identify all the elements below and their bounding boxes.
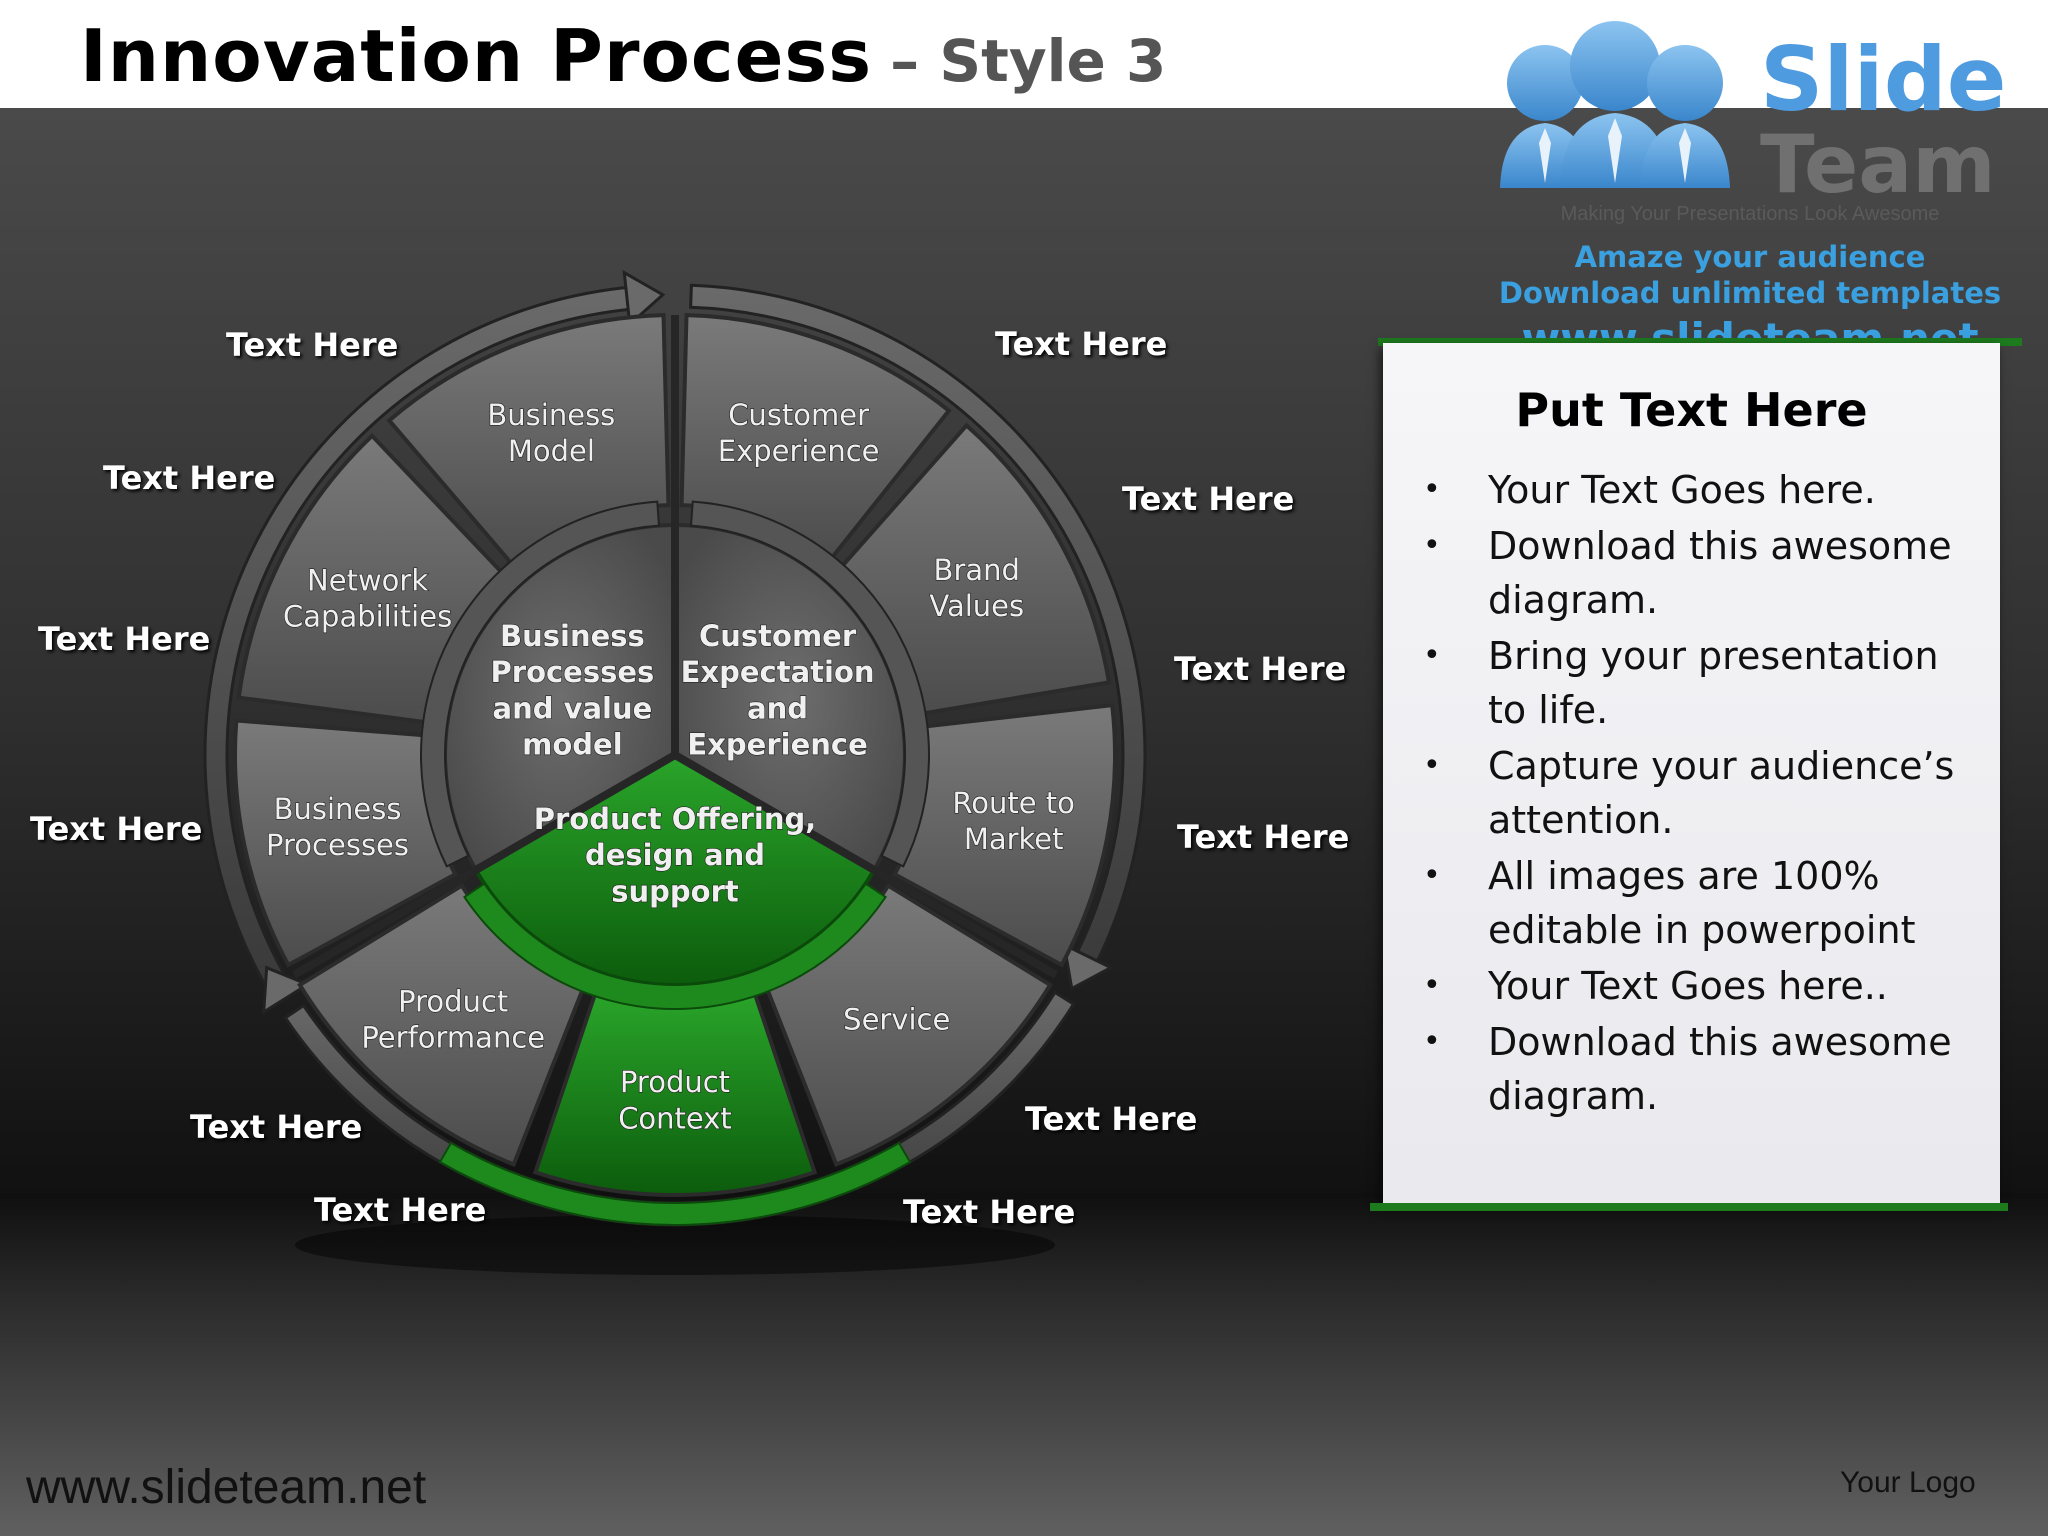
bullet-text: Your Text Goes here.. [1488, 964, 1888, 1008]
spoke-divider [672, 751, 1059, 979]
panel-bullet-list: • Your Text Goes here. • Download this awe… [1423, 463, 1983, 1125]
bullet-item: • All images are 100% editable in powerpo… [1423, 849, 1983, 957]
inner-ring-arc-bottom [463, 882, 887, 1011]
inner-ring-arc-right [689, 500, 930, 868]
bullet-text: Download this awesome diagram. [1488, 524, 1952, 622]
panel-title: Put Text Here [1515, 383, 1868, 437]
bullet-item: • Download this awesome diagram. [1423, 519, 1983, 627]
outer-label-r1: Text Here [995, 325, 1168, 363]
promo-line-2: Download unlimited templates [1498, 276, 2002, 310]
floor-gradient [0, 1193, 2048, 1536]
bullet-text: All images are 100% editable in powerpoi… [1488, 854, 1916, 952]
bullet-icon: • [1423, 858, 1441, 893]
title-main: Innovation Process [80, 14, 873, 98]
logo-word-slide: Slide [1760, 28, 2007, 131]
spoke-divider [291, 751, 677, 979]
bullet-icon: • [1423, 1024, 1441, 1059]
panel-bottom-accent [1370, 1203, 2008, 1211]
bullet-text: Your Text Goes here. [1488, 468, 1876, 512]
bullet-item: • Your Text Goes here.. [1423, 959, 1983, 1013]
bullet-icon: • [1423, 748, 1441, 783]
bullet-text: Capture your audience’s attention. [1488, 744, 1955, 842]
wheel-segments [203, 269, 1147, 1275]
outer-label-l5: Text Here [190, 1108, 363, 1146]
bullet-item: • Download this awesome diagram. [1423, 1015, 1983, 1123]
bullet-item: • Capture your audience’s attention. [1423, 739, 1983, 847]
people-icon [1500, 21, 1730, 188]
promo-line-1: Amaze your audience [1574, 240, 1926, 274]
slideteam-logo: Slide Team Making Your Presentations Loo… [1470, 18, 2030, 363]
footer-logo: Your Logo [1840, 1466, 1976, 1499]
inner-ring-arc-left [420, 500, 661, 868]
text-panel: Put Text Here • Your Text Goes here. • Dow… [1383, 343, 2000, 1203]
bullet-icon: • [1423, 968, 1441, 1003]
outer-label-r6: Text Here [903, 1193, 1076, 1231]
wheel-shadow [295, 1215, 1055, 1275]
title-sub: – Style 3 [890, 27, 1167, 95]
bullet-text: Download this awesome diagram. [1488, 1020, 1952, 1118]
outer-label-r5: Text Here [1025, 1100, 1198, 1138]
outer-label-l4: Text Here [30, 810, 203, 848]
outer-label-l6: Text Here [314, 1191, 487, 1229]
panel-top-accent [1378, 338, 2022, 346]
bullet-icon: • [1423, 528, 1441, 563]
arrow-head-right-icon [1062, 942, 1115, 991]
logo-tagline: Making Your Presentations Look Awesome [1560, 203, 1940, 225]
bullet-item: • Your Text Goes here. [1423, 463, 1983, 517]
arrow-head-top-icon [622, 269, 666, 328]
arrow-head-left-icon [262, 965, 312, 1015]
outer-label-l3: Text Here [38, 620, 211, 658]
bullet-icon: • [1423, 472, 1441, 507]
outer-label-r3: Text Here [1174, 650, 1347, 688]
label-service: Service [843, 1002, 950, 1036]
outer-label-r4: Text Here [1177, 818, 1350, 856]
bullet-item: • Bring your presentation to life. [1423, 629, 1983, 737]
outer-label-l1: Text Here [226, 326, 399, 364]
outer-label-l2: Text Here [103, 459, 276, 497]
bullet-icon: • [1423, 638, 1441, 673]
outer-ring-green-glow [438, 1141, 912, 1226]
logo-word-team: Team [1760, 118, 1996, 211]
outer-label-r2: Text Here [1122, 480, 1295, 518]
bullet-text: Bring your presentation to life. [1488, 634, 1939, 732]
footer-url[interactable]: www.slideteam.net [26, 1461, 427, 1514]
slide-title: Innovation Process – Style 3 [80, 14, 1166, 109]
